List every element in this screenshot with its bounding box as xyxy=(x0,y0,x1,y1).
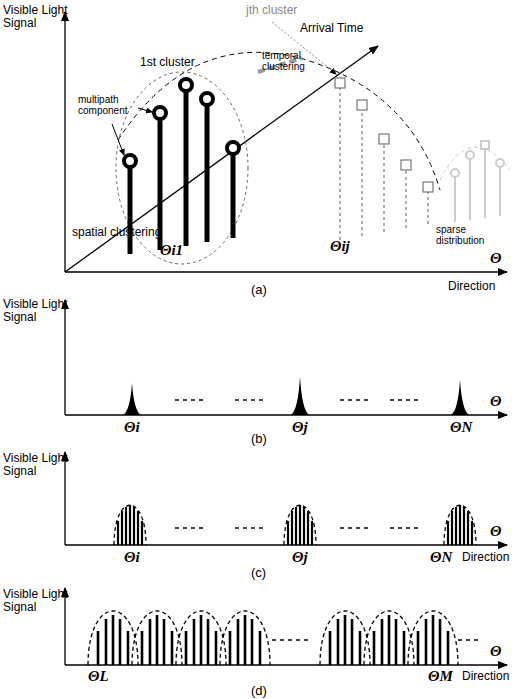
panel-d-art xyxy=(65,588,507,665)
axis-label: Direction xyxy=(462,551,509,564)
angle-label: Θj xyxy=(292,419,308,435)
axis-label: Θ xyxy=(490,250,501,266)
axis-label: Visible Light Signal xyxy=(3,298,81,324)
annotation: multipath component xyxy=(78,94,140,116)
angle-label: Θj xyxy=(292,549,308,565)
panel-label: (a) xyxy=(251,283,267,296)
panel-label: (d) xyxy=(251,684,267,697)
annotation: temporal clustering xyxy=(262,50,318,72)
cluster-label: jth cluster xyxy=(246,4,297,17)
axis-label: Visible Light Signal xyxy=(3,588,81,614)
axis-label: Θ xyxy=(490,643,501,659)
axis-label: Θ xyxy=(490,393,501,409)
panel-label: (c) xyxy=(251,566,266,579)
axis-label: Direction xyxy=(462,670,509,683)
angle-label: ΘN xyxy=(430,549,452,565)
panel-label: (b) xyxy=(251,432,267,445)
angle-label: ΘL xyxy=(88,668,109,684)
angle-label: ΘN xyxy=(450,419,472,435)
panel-a-art xyxy=(65,12,510,272)
panel-b-art xyxy=(65,300,507,415)
annotation: spatial clustering xyxy=(72,226,161,239)
angle-label: ΘM xyxy=(428,668,453,684)
axis-label: Θ xyxy=(490,523,501,539)
axis-label: Direction xyxy=(448,280,495,293)
angle-label: Θij xyxy=(330,238,350,254)
angle-label: Θi xyxy=(124,419,140,435)
angle-label: Θi1 xyxy=(160,242,183,258)
angle-label: Θi xyxy=(124,549,140,565)
axis-label: Visible Light Signal xyxy=(3,452,81,478)
annotation: sparse distribution xyxy=(436,224,502,246)
cluster-label: 1st cluster xyxy=(140,56,195,69)
panel-c-art xyxy=(65,452,507,545)
axis-label: Arrival Time xyxy=(300,22,363,35)
axis-label: Visible Light Signal xyxy=(3,4,81,30)
